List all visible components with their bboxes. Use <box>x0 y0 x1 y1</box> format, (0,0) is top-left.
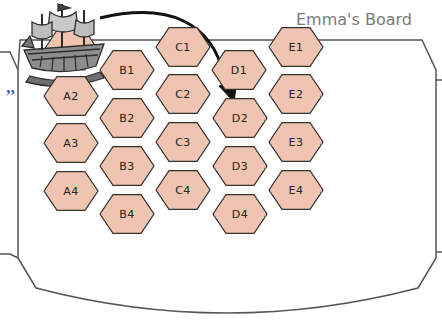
space-label: D1 <box>231 64 247 77</box>
space-label: D3 <box>232 160 248 173</box>
hex-space: C1 <box>156 27 210 67</box>
hex-space: B3 <box>100 146 154 186</box>
space-label: C2 <box>175 88 191 101</box>
space-label: C3 <box>175 136 191 149</box>
hex-space: A4 <box>44 171 98 211</box>
space-label: D4 <box>232 208 248 221</box>
space-label: B1 <box>119 64 135 77</box>
hex-space: A2 <box>44 76 98 116</box>
hex-space: E1 <box>269 27 323 67</box>
hex-space: C2 <box>156 74 210 114</box>
hex-space: D4 <box>213 194 267 234</box>
hex-space: A3 <box>44 123 98 163</box>
space-label: C4 <box>175 184 191 197</box>
hex-space: C3 <box>156 122 210 162</box>
space-label: E4 <box>289 184 304 197</box>
space-label: B3 <box>119 160 135 173</box>
space-label: E3 <box>289 136 304 149</box>
board-outline <box>18 40 436 313</box>
quote-mark: ” <box>3 84 15 110</box>
hex-space: E3 <box>269 122 323 162</box>
hex-space: D1 <box>212 50 266 90</box>
hex-space: C4 <box>156 170 210 210</box>
hex-space: E2 <box>269 74 323 114</box>
hex-space: B2 <box>100 98 154 138</box>
hex-space: D2 <box>213 98 267 138</box>
hex-space: B4 <box>100 194 154 234</box>
space-label: C1 <box>175 41 191 54</box>
space-label: E2 <box>289 88 304 101</box>
space-label: D2 <box>232 112 248 125</box>
space-label: B4 <box>119 208 135 221</box>
ship-icon <box>22 4 104 86</box>
space-label: A2 <box>63 90 79 103</box>
hex-space: B1 <box>100 50 154 90</box>
hex-space: E4 <box>269 170 323 210</box>
space-label: E1 <box>289 41 304 54</box>
hex-space: D3 <box>213 146 267 186</box>
space-label: B2 <box>119 112 135 125</box>
board-title: Emma's Board <box>296 10 412 29</box>
space-label: A3 <box>63 137 79 150</box>
space-label: A4 <box>63 185 79 198</box>
